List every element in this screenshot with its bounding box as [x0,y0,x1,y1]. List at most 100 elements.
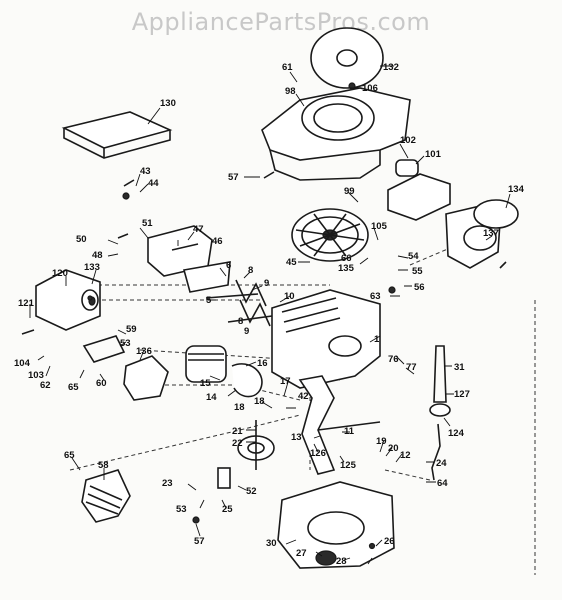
part-label-136: 136 [136,346,152,357]
part-label-53-bottom: 53 [176,504,187,515]
valves-drawing [205,279,273,327]
cylinder-block-drawing [271,289,381,389]
blower-housing-drawing [261,87,411,181]
part-label-106: 106 [362,83,378,94]
part-label-17-left: 17 [280,376,291,387]
part-label-25: 30 [266,538,277,549]
part-label-10: 10 [284,291,295,302]
part-label-101: 101 [425,149,442,160]
part-label-43: 43 [140,166,151,177]
part-label-65-mid: 65 [68,382,79,393]
part-label-48: 48 [92,250,103,261]
part-label-105: 105 [371,221,388,232]
part-label-104: 104 [14,358,31,369]
part-label-133: 133 [84,262,100,273]
part-label-59: 59 [126,324,137,335]
part-label-132: 132 [383,62,399,73]
part-label-54: 54 [408,251,419,262]
part-label-31: 31 [454,362,465,373]
part-label-16: 16 [257,358,268,369]
part-labels: 132 106 61 98 57 130 43 44 102 101 134 9… [14,62,525,567]
part-label-20: 12 [400,450,411,461]
part-label-99: 99 [344,186,355,197]
fasteners-drawing [21,171,507,550]
flywheel-drawing [291,208,369,262]
part-label-64: 58 [98,460,109,471]
watermark: AppliancePartsPros.com [131,8,431,36]
part-label-9-mid: 9 [244,326,249,337]
breather-drawing [147,225,231,293]
piston-drawing [185,345,263,398]
part-label-76: 76 [388,354,399,365]
part-label-56: 56 [414,282,425,293]
part-label-11: 11 [344,426,355,437]
part-label-47: 47 [193,224,204,235]
part-label-124: 124 [448,428,465,439]
part-label-103: 103 [28,370,44,381]
part-label-42: 42 [298,391,309,402]
part-label-130: 130 [160,98,176,109]
part-label-52: 25 [222,504,233,515]
part-label-53-mid: 53 [120,338,131,349]
part-label-1: 1 [374,334,380,345]
part-label-126: 64 [437,478,448,489]
part-label-66: 66 [341,253,352,264]
crankshaft-drawing [298,375,381,475]
part-label-13: 13 [291,432,302,443]
part-label-51: 51 [142,218,153,229]
crankcase-cover-drawing [277,481,395,569]
part-label-137: 137 [483,228,499,239]
part-label-6: 6 [226,260,231,271]
part-label-21: 21 [232,426,243,437]
part-label-125: 24 [436,458,447,469]
part-label-58: 23 [162,478,173,489]
part-label-8-mid: 8 [238,316,243,327]
part-label-50: 50 [76,234,87,245]
part-label-63: 63 [370,291,381,302]
part-label-18-b: 18 [234,402,245,413]
part-label-44: 44 [148,178,159,189]
part-label-120: 120 [52,268,68,279]
part-label-15: 15 [200,378,211,389]
part-label-134: 134 [508,184,525,195]
part-label-65-bottom: 65 [64,450,75,461]
part-label-62: 62 [40,380,51,391]
part-label-77: 77 [406,362,417,373]
part-label-57-top: 57 [228,172,239,183]
grass-screen-drawing [310,27,384,90]
part-label-98: 98 [285,86,296,97]
part-label-12: 125 [340,460,357,471]
part-label-55: 55 [412,266,423,277]
part-label-127: 127 [454,389,470,400]
part-label-14: 14 [206,392,217,403]
carburetor-drawing [35,269,101,331]
part-label-23: 52 [246,486,257,497]
part-label-121: 121 [18,298,35,309]
cam-gear-drawing [237,420,275,470]
part-label-24: 126 [310,448,326,459]
part-label-45: 45 [286,257,297,268]
oil-filter-drawing [81,469,131,523]
part-label-5: 5 [206,295,212,306]
part-label-61: 61 [282,62,293,73]
part-label-8-top: 8 [248,265,253,276]
part-label-57-bottom: 57 [194,536,205,547]
part-label-102: 102 [400,135,416,146]
part-label-30: 26 [384,536,395,547]
part-label-135: 135 [338,263,355,274]
part-label-22: 22 [232,438,243,449]
air-filter-drawing [61,111,173,159]
part-label-17-right: 19 [376,436,387,447]
muffler-drawing [387,159,451,221]
part-label-46: 46 [212,236,223,247]
part-label-60: 60 [96,378,107,389]
leader-lines [29,65,511,565]
governor-drawing [82,335,169,401]
part-label-19: 20 [388,443,399,454]
part-label-27: 28 [336,556,347,567]
part-label-9-top: 9 [264,278,269,289]
dipstick-drawing [429,345,451,481]
rewind-starter-drawing [445,199,519,269]
